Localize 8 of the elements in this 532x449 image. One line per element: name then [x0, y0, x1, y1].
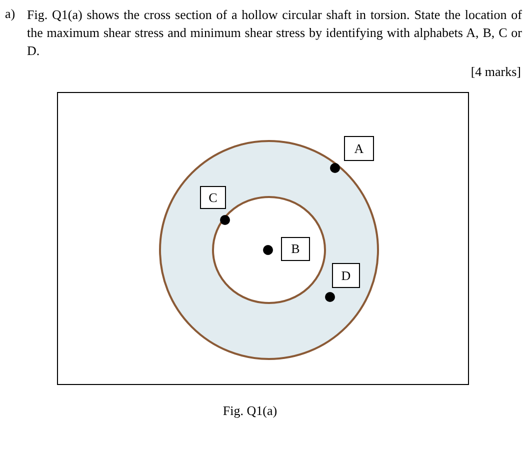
point-label: C	[200, 186, 226, 209]
point-label: B	[281, 237, 310, 261]
question-text: Fig. Q1(a) shows the cross section of a hollow circular shaft in torsion. State the location of the maximum shear stress and minimum shear stress by identifying with alphabets A, B, C or D.	[27, 6, 522, 60]
marks-note: [4 marks]	[470, 64, 521, 80]
point-label: D	[332, 263, 360, 288]
figure-caption: Fig. Q1(a)	[222, 403, 278, 419]
question-number: a)	[5, 6, 16, 22]
point-label: A	[344, 136, 374, 161]
